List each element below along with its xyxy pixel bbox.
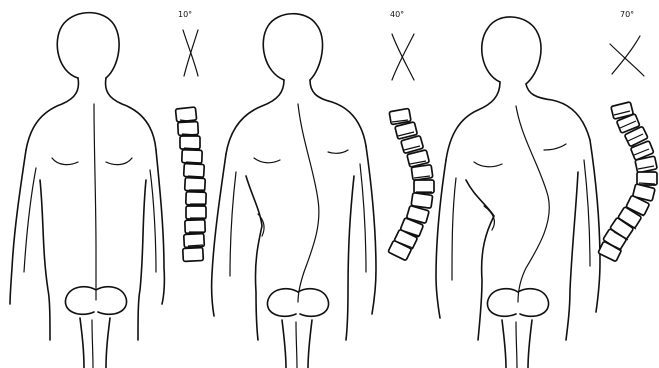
vertebral-column-2 (388, 108, 434, 260)
body-outline-2 (212, 14, 376, 368)
panel-2: 40° (212, 10, 434, 368)
cross-icon (183, 30, 198, 76)
angle-label-3: 70° (620, 10, 634, 19)
body-outline-3 (436, 17, 600, 368)
vertebral-column-1 (175, 107, 206, 262)
body-outline-1 (10, 13, 164, 368)
angle-label-2: 40° (390, 10, 404, 19)
vertebral-column-3 (598, 102, 657, 262)
angle-label-1: 10° (178, 10, 192, 19)
cross-icon (392, 34, 414, 80)
panel-1: 10° (10, 10, 206, 368)
panel-3: 70° (436, 10, 657, 368)
cross-icon (610, 36, 644, 76)
